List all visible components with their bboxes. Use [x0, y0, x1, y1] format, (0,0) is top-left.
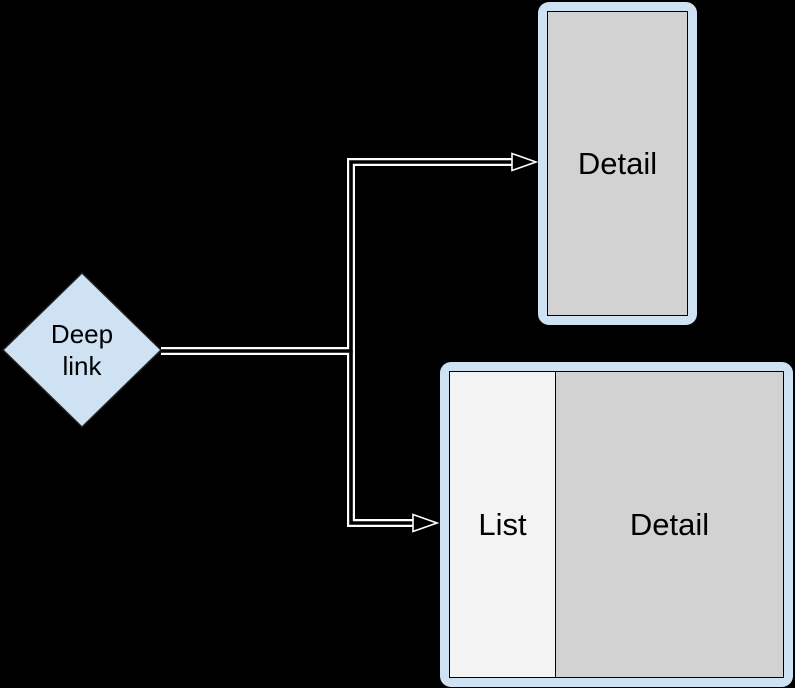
detail-screen-frame: Detail — [538, 2, 697, 325]
list-detail-screen-frame: List Detail — [440, 362, 793, 687]
edge-deeplink-to-list-detail-core — [349, 351, 413, 525]
list-detail-screen-inner: List Detail — [449, 371, 784, 678]
edge-deeplink-to-detail — [161, 158, 512, 355]
detail-screen-inner: Detail — [547, 11, 688, 316]
deep-link-label: Deep link — [3, 273, 161, 427]
detail-pane: Detail — [548, 12, 687, 315]
arrowhead-to-list-detail — [412, 513, 440, 533]
edge-deeplink-to-list-detail — [347, 351, 413, 527]
deep-link-diamond — [1, 271, 163, 429]
detail-pane-label: Detail — [577, 145, 658, 181]
list-detail-detail-pane-label: Detail — [629, 506, 710, 542]
list-pane: List — [450, 372, 556, 677]
arrowhead-to-detail — [511, 152, 539, 172]
list-pane-label: List — [478, 506, 527, 542]
deep-link-label-text: Deep link — [50, 319, 114, 381]
list-detail-detail-pane: Detail — [556, 372, 783, 677]
edge-deeplink-to-detail-core — [161, 160, 512, 353]
